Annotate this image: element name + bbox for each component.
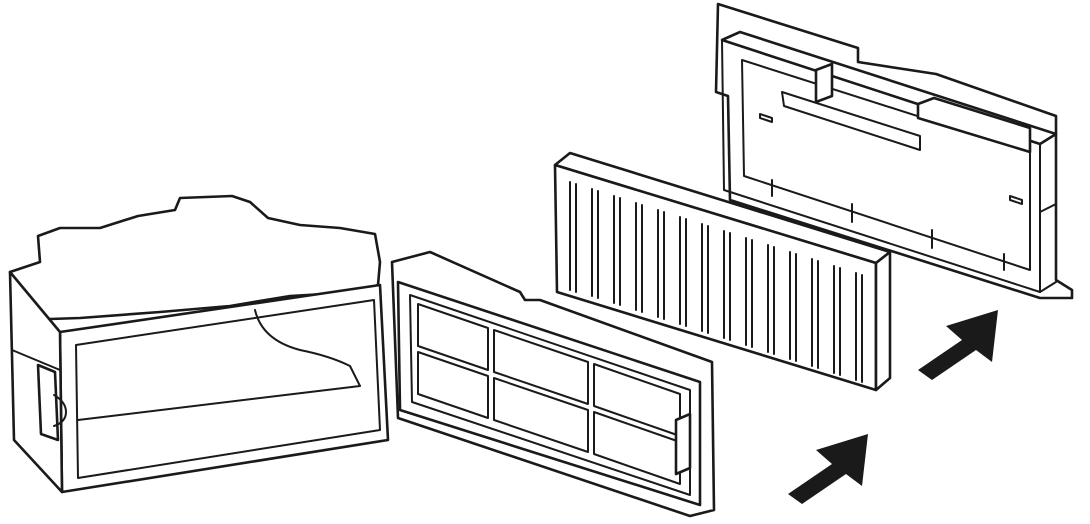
filter-frame-block [814, 62, 834, 104]
sponge-filter-side [874, 250, 892, 392]
dust-bin-lid [8, 194, 382, 322]
filter-frame-bar [781, 91, 921, 151]
sponge-filter-slats [569, 181, 863, 383]
filter-frame-slot [1009, 195, 1023, 205]
filter-cell [417, 303, 489, 371]
pleated-filter-tab [674, 412, 692, 476]
dust-bin-latch [36, 363, 60, 442]
filter-cell [593, 411, 681, 485]
arrow-icon [788, 434, 868, 504]
filter-frame-slot [759, 113, 773, 123]
filter-frame-ribs [771, 179, 1005, 271]
filter-frame [714, 2, 1074, 300]
arrow-icon [918, 310, 998, 380]
filter-frame-edge [1039, 133, 1057, 293]
pleated-filter [390, 250, 716, 518]
filter-cell [493, 329, 589, 405]
dust-bin-inner-edge [77, 309, 361, 421]
filter-frame-plate [714, 2, 1074, 300]
pleated-filter-face [396, 280, 702, 507]
dust-bin [8, 194, 390, 494]
sponge-filter [553, 151, 892, 392]
dust-bin-latch-slot [53, 394, 67, 427]
dust-bin-opening [75, 299, 381, 479]
pleated-filter-inner-frame [409, 294, 691, 496]
filter-cell [417, 351, 489, 419]
filter-frame-block [916, 96, 1032, 154]
filter-cell [493, 377, 589, 453]
insertion-arrows [788, 310, 998, 504]
dust-bin-seam [11, 349, 61, 371]
